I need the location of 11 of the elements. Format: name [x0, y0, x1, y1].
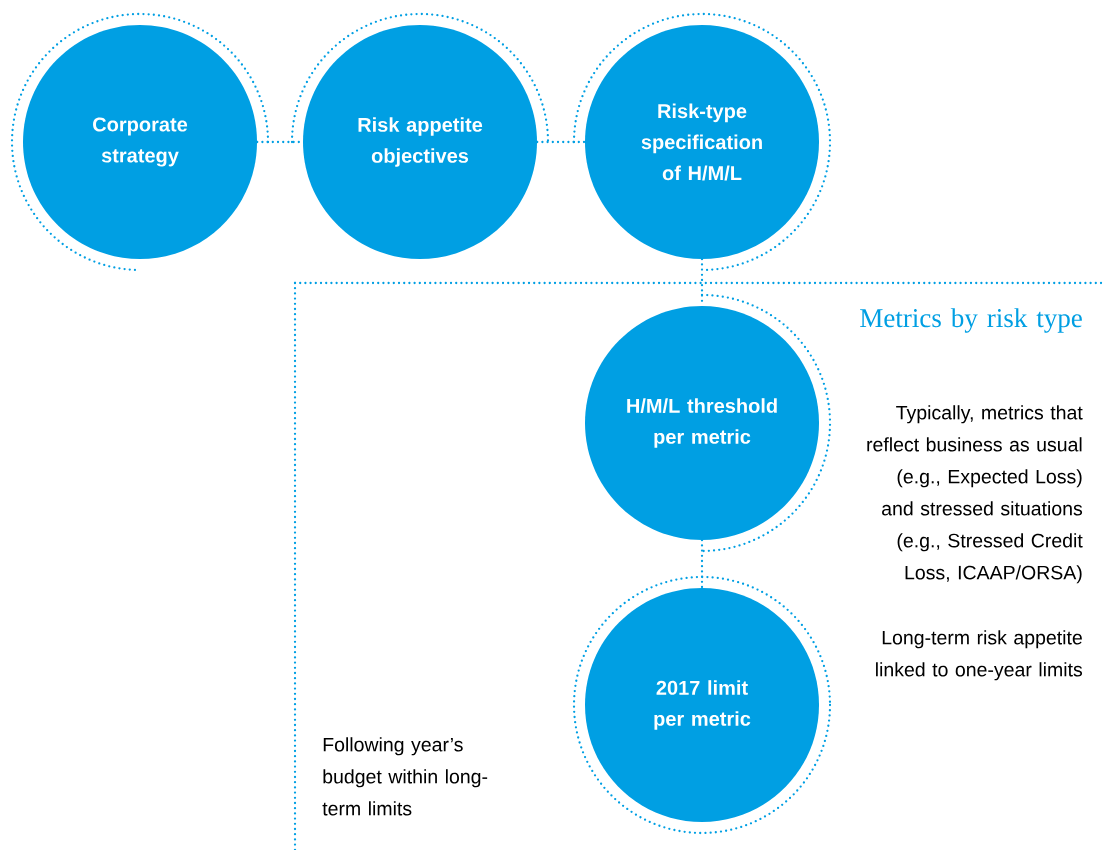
dotted-connector — [536, 140, 586, 144]
circle-node: 2017 limit per metric — [585, 588, 819, 822]
description-text: Following year’s budget within long-term limits — [322, 737, 488, 816]
circle-node: Corporate strategy — [23, 25, 257, 259]
section-heading: Metrics by risk type — [860, 308, 1082, 333]
dotted-connector — [700, 539, 704, 589]
circle-node: Risk-type specification of H/M/L — [585, 25, 819, 259]
description-text: Long-term risk appetite linked to one-year limits — [876, 630, 1083, 681]
circle-node: Risk appetite objectives — [303, 25, 537, 259]
circle-node: H/M/L threshold per metric — [585, 306, 819, 540]
description-text: Typically, metrics that reflect business as usual (e.g., Expected Loss) and stressed situations (e.g., Stressed Credit Loss, ICAAP/ORSA) — [867, 405, 1083, 584]
